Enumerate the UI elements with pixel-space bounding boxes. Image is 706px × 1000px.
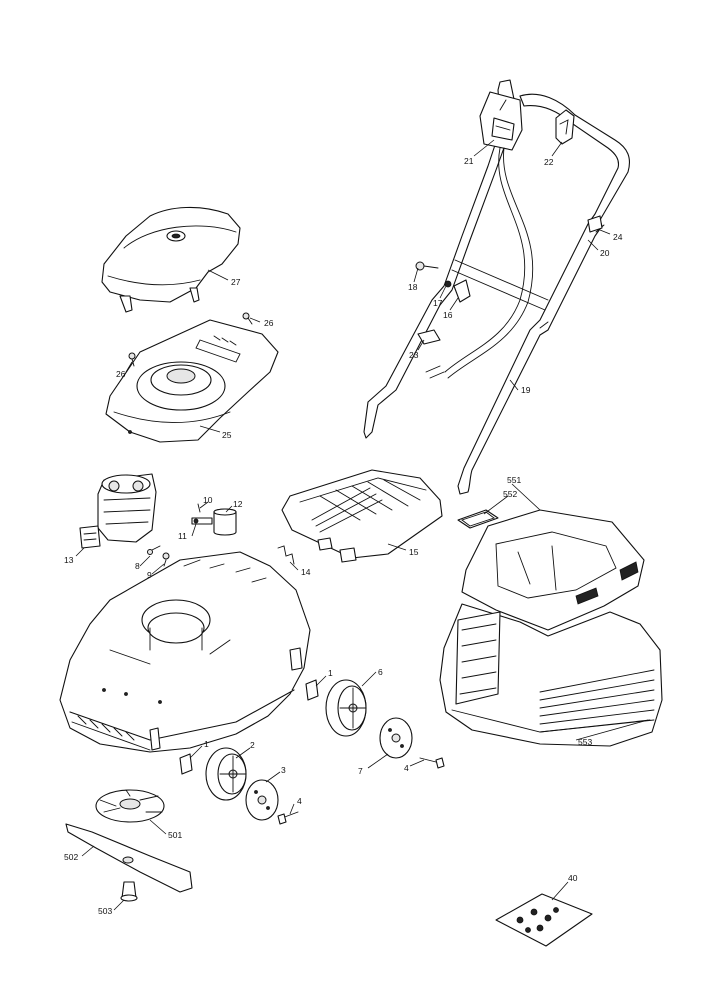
label-20: 20 [600,248,610,258]
label-22: 22 [544,157,554,167]
motor [97,473,157,543]
spring-pin [277,545,295,565]
blade [65,823,193,893]
label-1-right: 1 [328,668,333,678]
label-17: 17 [433,298,443,308]
part-labels: 21 22 24 20 18 17 16 23 19 27 26 26 25 1… [64,156,623,916]
label-553: 553 [578,737,592,747]
axle-bolt-front [277,811,299,825]
label-4-right: 4 [404,763,409,773]
label-3: 3 [281,765,286,775]
label-23: 23 [409,350,419,360]
label-6: 6 [378,667,383,677]
grass-box-window [457,509,499,529]
capacitor [191,503,237,536]
label-11: 11 [178,531,187,541]
label-501: 501 [168,830,182,840]
label-13: 13 [64,555,74,565]
label-1-left: 1 [204,739,209,749]
label-19: 19 [521,385,531,395]
wheel-brackets [179,679,319,775]
leader-lines [75,139,649,911]
small-screws [147,545,170,567]
label-4-left: 4 [297,796,302,806]
label-15: 15 [409,547,419,557]
label-16: 16 [443,310,453,320]
wheel-rear-right [325,679,367,737]
label-14: 14 [301,567,311,577]
label-21: 21 [464,156,474,166]
label-8: 8 [135,561,140,571]
label-552: 552 [503,489,517,499]
label-503: 503 [98,906,112,916]
hubcap-rear [379,717,413,759]
top-cover [101,206,241,313]
label-551: 551 [507,475,521,485]
label-27: 27 [231,277,241,287]
label-18: 18 [408,282,418,292]
handle-small-parts [415,215,603,379]
wheel-front-left [205,747,247,801]
grass-box-body [439,603,663,747]
motor-cover [105,319,279,443]
cover-screws [128,312,253,367]
label-26-left: 26 [116,369,126,379]
label-40: 40 [568,873,578,883]
handle-grip-clip [555,109,575,145]
label-10: 10 [203,495,213,505]
hubcap-front [245,779,279,821]
fan [95,789,165,823]
switch-box [444,91,534,379]
axle-bolt-rear [419,757,445,769]
grass-deflector [281,469,443,563]
label-24: 24 [613,232,623,242]
blade-nut [120,881,138,902]
grass-box-lid [461,509,645,631]
label-7: 7 [358,766,363,776]
hardware-bag [495,893,593,947]
label-2: 2 [250,740,255,750]
mower-deck [59,551,311,753]
label-9: 9 [147,570,152,580]
handle-upper-tube [457,93,631,495]
label-26-top: 26 [264,318,274,328]
label-12: 12 [233,499,243,509]
connector-block [79,525,101,549]
label-502: 502 [64,852,78,862]
label-25: 25 [222,430,232,440]
